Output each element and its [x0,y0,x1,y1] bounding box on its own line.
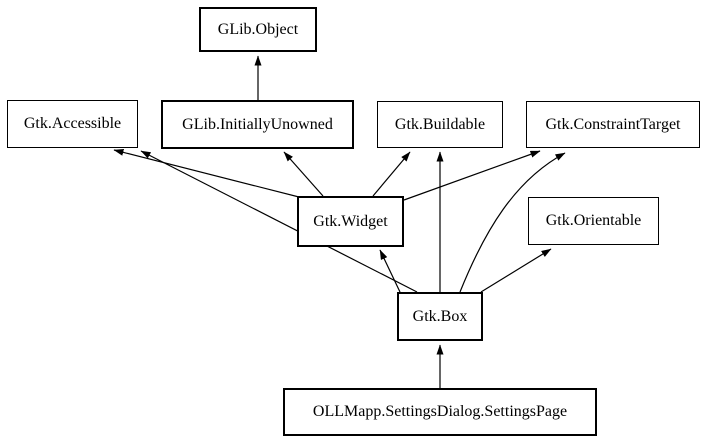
edge-box-to-orientable [480,248,552,293]
edge-box-to-accessible [140,150,418,293]
node-label: Gtk.Widget [313,212,388,230]
node-gtk-widget[interactable]: Gtk.Widget [297,196,404,247]
node-gtk-box[interactable]: Gtk.Box [397,292,483,341]
node-label: Gtk.Buildable [394,115,486,133]
node-label: OLLMapp.SettingsDialog.SettingsPage [312,403,568,420]
edge-widget-to-constrainttarget [403,150,541,201]
node-glib-object[interactable]: GLib.Object [199,7,317,52]
node-gtk-accessible[interactable]: Gtk.Accessible [7,100,138,148]
node-label: Gtk.ConstraintTarget [545,115,681,133]
node-glib-initiallyunowned[interactable]: GLib.InitiallyUnowned [161,100,354,149]
edge-box-to-widget [379,249,401,293]
node-label: GLib.Object [217,20,299,38]
node-gtk-orientable[interactable]: Gtk.Orientable [528,197,659,245]
edge-box-to-constrainttarget [459,152,566,293]
edge-widget-to-buildable [372,151,411,197]
node-label: Gtk.Box [412,307,468,325]
node-gtk-buildable[interactable]: Gtk.Buildable [377,101,503,148]
node-label: GLib.InitiallyUnowned [182,115,333,133]
node-label: Gtk.Accessible [23,115,122,132]
node-settings-page[interactable]: OLLMapp.SettingsDialog.SettingsPage [283,388,597,436]
edge-widget-to-initiallyunowned [283,151,324,197]
node-label: Gtk.Orientable [545,212,642,229]
edge-widget-to-accessible [113,148,300,198]
node-gtk-constrainttarget[interactable]: Gtk.ConstraintTarget [526,101,700,148]
